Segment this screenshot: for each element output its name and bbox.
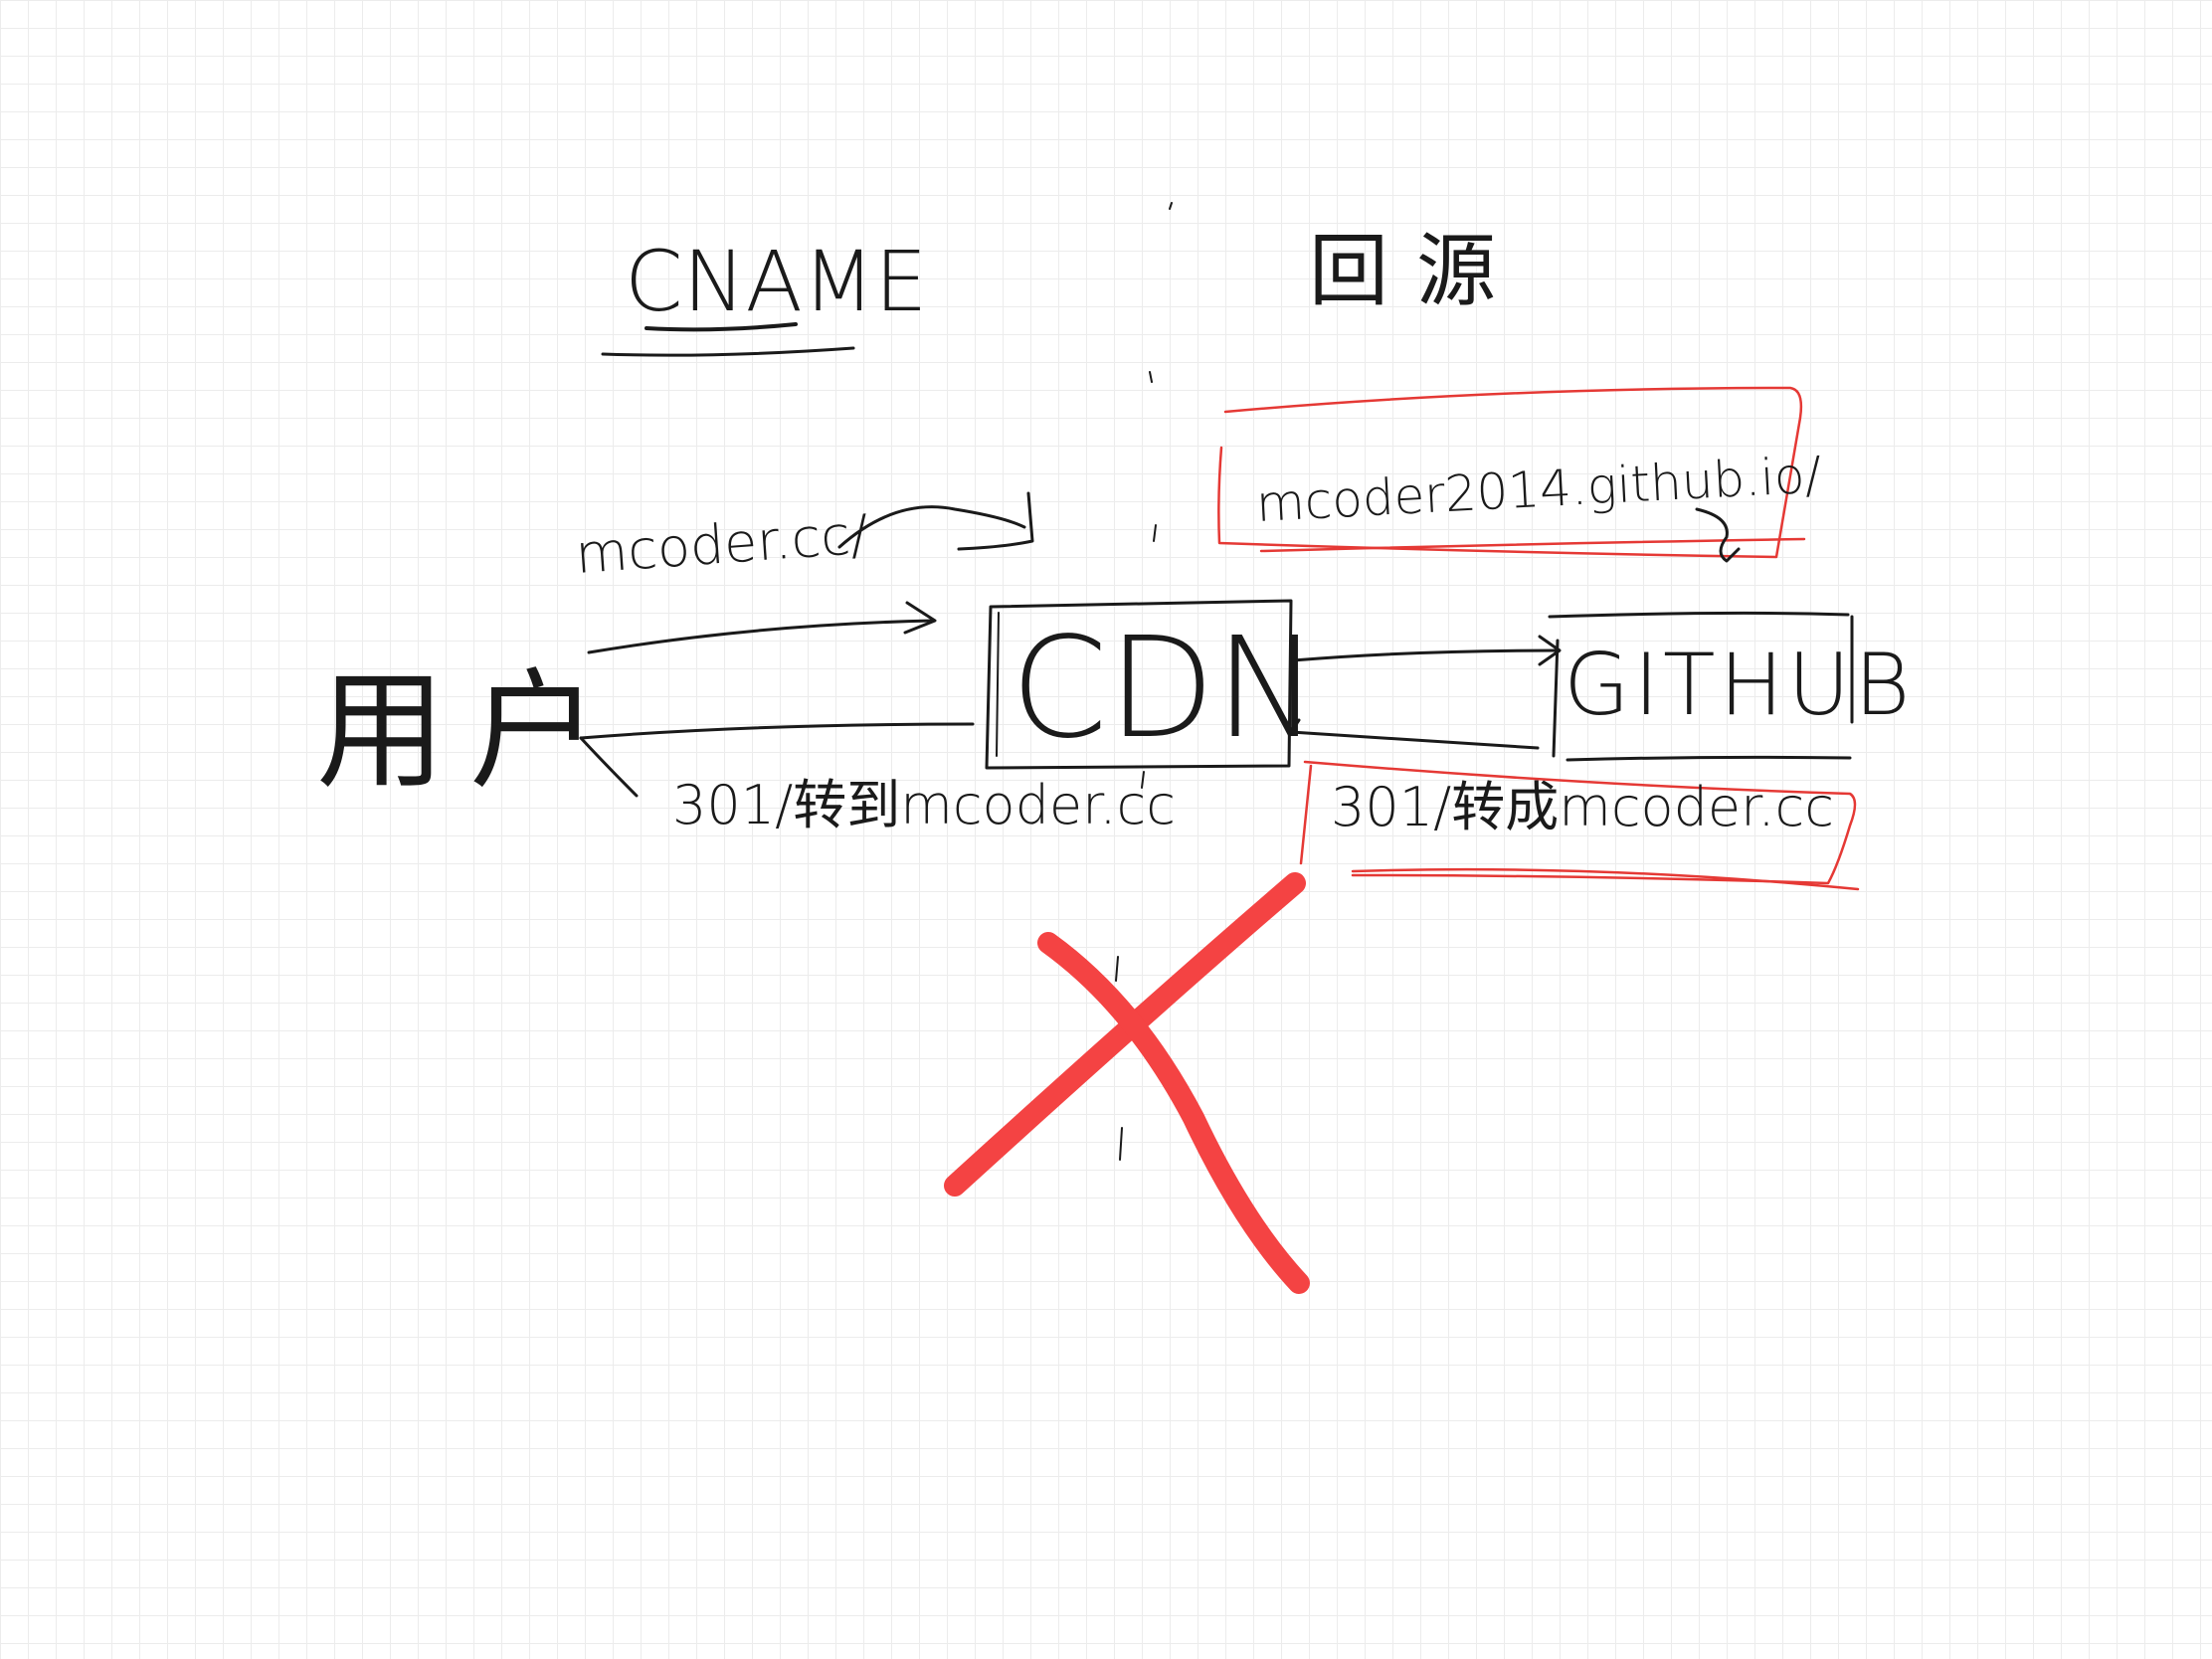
request-curve-arrow: [837, 505, 1026, 549]
cross-stroke-2: [1037, 932, 1310, 1294]
github-to-cdn-arrow: [1289, 730, 1540, 750]
request-curve-arrowhead: [957, 491, 1034, 551]
origin-fetch-label: 回源: [1309, 225, 1524, 317]
github-box-bottom: [1566, 755, 1852, 762]
redirect-connector: [1299, 764, 1313, 865]
request-domain-label: mcoder.cc/: [574, 503, 870, 586]
user-label: 用户: [316, 655, 623, 807]
user-to-cdn-arrowhead: [903, 601, 937, 635]
cdn-box: [985, 599, 1293, 770]
github-to-cdn-arrowhead: [1289, 718, 1301, 734]
cdn-to-github-arrowhead: [1538, 635, 1562, 666]
cname-label: CNAME: [625, 233, 928, 330]
redirect-highlight: [1303, 760, 1857, 885]
origin-domain-underline: [1259, 537, 1806, 553]
origin-domain-highlight: [1217, 386, 1803, 559]
github-label: GITHUB: [1564, 636, 1914, 735]
origin-domain-hook: [1695, 507, 1741, 563]
cname-underline-short: [645, 322, 798, 332]
cdn-to-user-arrow: [579, 722, 975, 740]
user-to-cdn-arrow: [587, 619, 935, 654]
cname-underline-long: [601, 346, 855, 357]
redirect-underline: [1351, 867, 1860, 891]
cdn-to-user-arrowhead: [579, 736, 639, 798]
redirect-from-github-label: 301/转成mcoder.cc: [1331, 776, 1834, 838]
github-box: [1548, 611, 1854, 758]
cdn-to-github-arrow: [1291, 648, 1560, 662]
origin-domain-label: mcoder2014.github.io/: [1255, 446, 1823, 533]
cdn-box-inner-edge: [996, 612, 1000, 757]
cross-stroke-1: [944, 872, 1306, 1197]
separator-marks: [1115, 202, 1173, 1161]
redirect-to-user-label: 301/转到mcoder.cc: [672, 774, 1176, 836]
cdn-label: CDN: [1011, 608, 1319, 770]
